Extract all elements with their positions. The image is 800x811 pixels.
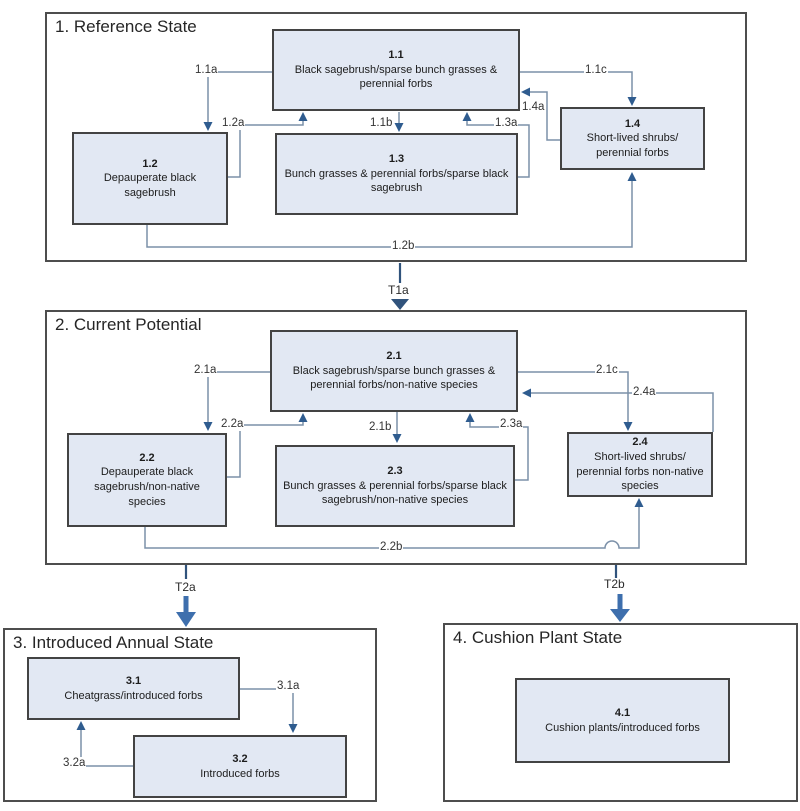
pathway-label-2-1b: 2.1b bbox=[368, 421, 393, 434]
state-box-name: Bunch grasses & perennial forbs/sparse b… bbox=[284, 167, 509, 195]
state-box-1-3: 1.3 Bunch grasses & perennial forbs/spar… bbox=[275, 133, 518, 215]
state-box-number: 2.3 bbox=[387, 465, 403, 478]
state-box-name: Depauperate black sagebrush bbox=[103, 172, 197, 199]
state-box-number: 3.2 bbox=[232, 752, 248, 765]
pathway-2-2b-line bbox=[144, 504, 640, 549]
section-title-introduced-annual-state: 3. Introduced Annual State bbox=[13, 633, 214, 652]
section-title-reference-state: 1. Reference State bbox=[55, 17, 197, 36]
pathway-label-2-2a: 2.2a bbox=[220, 418, 245, 431]
state-box-name: Black sagebrush/sparse bunch grasses & p… bbox=[292, 364, 496, 392]
arrowhead-down-icon bbox=[288, 724, 298, 733]
pathway-2-3a-line bbox=[469, 419, 529, 481]
state-box-4-1: 4.1 Cushion plants/introduced forbs bbox=[515, 678, 730, 763]
section-introduced-annual-state: 3. Introduced Annual State bbox=[3, 628, 377, 802]
state-box-name: Black sagebrush/sparse bunch grasses & p… bbox=[294, 63, 498, 91]
pathway-label-1-1c: 1.1c bbox=[584, 64, 608, 77]
state-box-number: 2.1 bbox=[386, 350, 402, 363]
transition-t1a-arrowhead-icon bbox=[391, 299, 409, 310]
arrowhead-left-icon bbox=[522, 388, 531, 398]
arrowhead-up-icon bbox=[76, 721, 86, 730]
pathway-2-4a-line bbox=[528, 392, 714, 432]
state-box-name: Depauperate black sagebrush/non-native s… bbox=[94, 466, 200, 508]
pathway-1-4a-line bbox=[527, 91, 560, 141]
pathway-label-1-1b: 1.1b bbox=[369, 117, 394, 130]
state-box-number: 1.4 bbox=[624, 117, 641, 130]
arrowhead-up-icon bbox=[298, 112, 308, 121]
state-box-number: 2.4 bbox=[632, 436, 648, 449]
arrowhead-down-icon bbox=[203, 422, 213, 431]
state-box-number: 1.1 bbox=[388, 49, 404, 62]
state-box-name: Introduced forbs bbox=[200, 767, 280, 780]
state-box-name: Cushion plants/introduced forbs bbox=[545, 721, 700, 734]
pathway-3-2a-line bbox=[80, 727, 133, 767]
section-reference-state: 1. Reference State bbox=[45, 12, 747, 262]
section-current-potential: 2. Current Potential bbox=[45, 310, 747, 565]
state-box-3-2: 3.2 Introduced forbs bbox=[133, 735, 347, 798]
state-box-2-3: 2.3 Bunch grasses & perennial forbs/spar… bbox=[275, 445, 515, 527]
pathway-2-1c-line bbox=[518, 371, 629, 427]
state-box-1-4: 1.4 Short-lived shrubs/ perennial forbs bbox=[560, 107, 705, 170]
section-title-current-potential: 2. Current Potential bbox=[55, 315, 202, 334]
state-box-number: 3.1 bbox=[125, 674, 142, 687]
arrowhead-down-icon bbox=[623, 422, 633, 431]
arrowhead-down-icon bbox=[394, 123, 404, 132]
state-box-name: Cheatgrass/introduced forbs bbox=[64, 689, 203, 702]
pathway-label-2-1a: 2.1a bbox=[193, 364, 218, 377]
arrowhead-down-icon bbox=[392, 434, 402, 443]
transition-t2b-arrowhead-icon bbox=[610, 609, 630, 622]
pathway-label-1-4a: 1.4a bbox=[521, 101, 546, 114]
arrowhead-up-icon bbox=[627, 172, 637, 181]
pathway-label-2-2b: 2.2b bbox=[379, 541, 404, 554]
state-box-2-1: 2.1 Black sagebrush/sparse bunch grasses… bbox=[270, 330, 518, 412]
pathway-label-1-2a: 1.2a bbox=[221, 117, 246, 130]
state-box-name: Short-lived shrubs/ perennial forbs non-… bbox=[576, 450, 704, 493]
arrowhead-up-icon bbox=[634, 498, 644, 507]
pathway-label-3-1a: 3.1a bbox=[276, 680, 301, 693]
pathway-label-2-3a: 2.3a bbox=[499, 418, 524, 431]
arrowhead-up-icon bbox=[462, 112, 472, 121]
pathway-label-2-1c: 2.1c bbox=[595, 364, 619, 377]
state-box-number: 2.2 bbox=[139, 451, 155, 464]
pathway-label-1-3a: 1.3a bbox=[494, 117, 519, 130]
pathway-1-3a-line bbox=[466, 118, 530, 178]
state-box-name: Short-lived shrubs/ perennial forbs bbox=[586, 132, 679, 159]
arrowhead-down-icon bbox=[203, 122, 213, 131]
pathway-label-3-2a: 3.2a bbox=[62, 757, 87, 770]
transition-label-t2b: T2b bbox=[603, 577, 626, 592]
arrowhead-up-icon bbox=[298, 413, 308, 422]
arrowhead-up-icon bbox=[465, 413, 475, 422]
section-cushion-plant-state: 4. Cushion Plant State bbox=[443, 623, 798, 802]
pathway-label-1-1a: 1.1a bbox=[194, 64, 219, 77]
transition-t2a-arrowhead-icon bbox=[176, 612, 196, 627]
arrowhead-left-icon bbox=[521, 87, 530, 97]
section-title-cushion-plant-state: 4. Cushion Plant State bbox=[453, 628, 623, 647]
pathway-1-1c-line bbox=[520, 71, 633, 100]
state-box-1-1: 1.1 Black sagebrush/sparse bunch grasses… bbox=[272, 29, 520, 111]
pathway-label-1-2b: 1.2b bbox=[391, 240, 416, 253]
pathway-label-2-4a: 2.4a bbox=[632, 386, 657, 399]
transition-label-t1a: T1a bbox=[387, 283, 410, 298]
state-box-number: 1.2 bbox=[142, 157, 158, 170]
state-box-number: 1.3 bbox=[388, 153, 405, 166]
state-box-number: 4.1 bbox=[614, 706, 631, 719]
arrowhead-down-icon bbox=[627, 97, 637, 106]
transition-label-t2a: T2a bbox=[174, 580, 197, 595]
pathway-3-1a-line bbox=[240, 688, 294, 729]
state-box-3-1: 3.1 Cheatgrass/introduced forbs bbox=[27, 657, 240, 720]
state-box-name: Bunch grasses & perennial forbs/sparse b… bbox=[283, 479, 507, 507]
pathway-1-2b-line bbox=[146, 178, 633, 248]
state-box-2-4: 2.4 Short-lived shrubs/ perennial forbs … bbox=[567, 432, 713, 497]
state-box-1-2: 1.2 Depauperate black sagebrush bbox=[72, 132, 228, 225]
state-box-2-2: 2.2 Depauperate black sagebrush/non-nati… bbox=[67, 433, 227, 527]
